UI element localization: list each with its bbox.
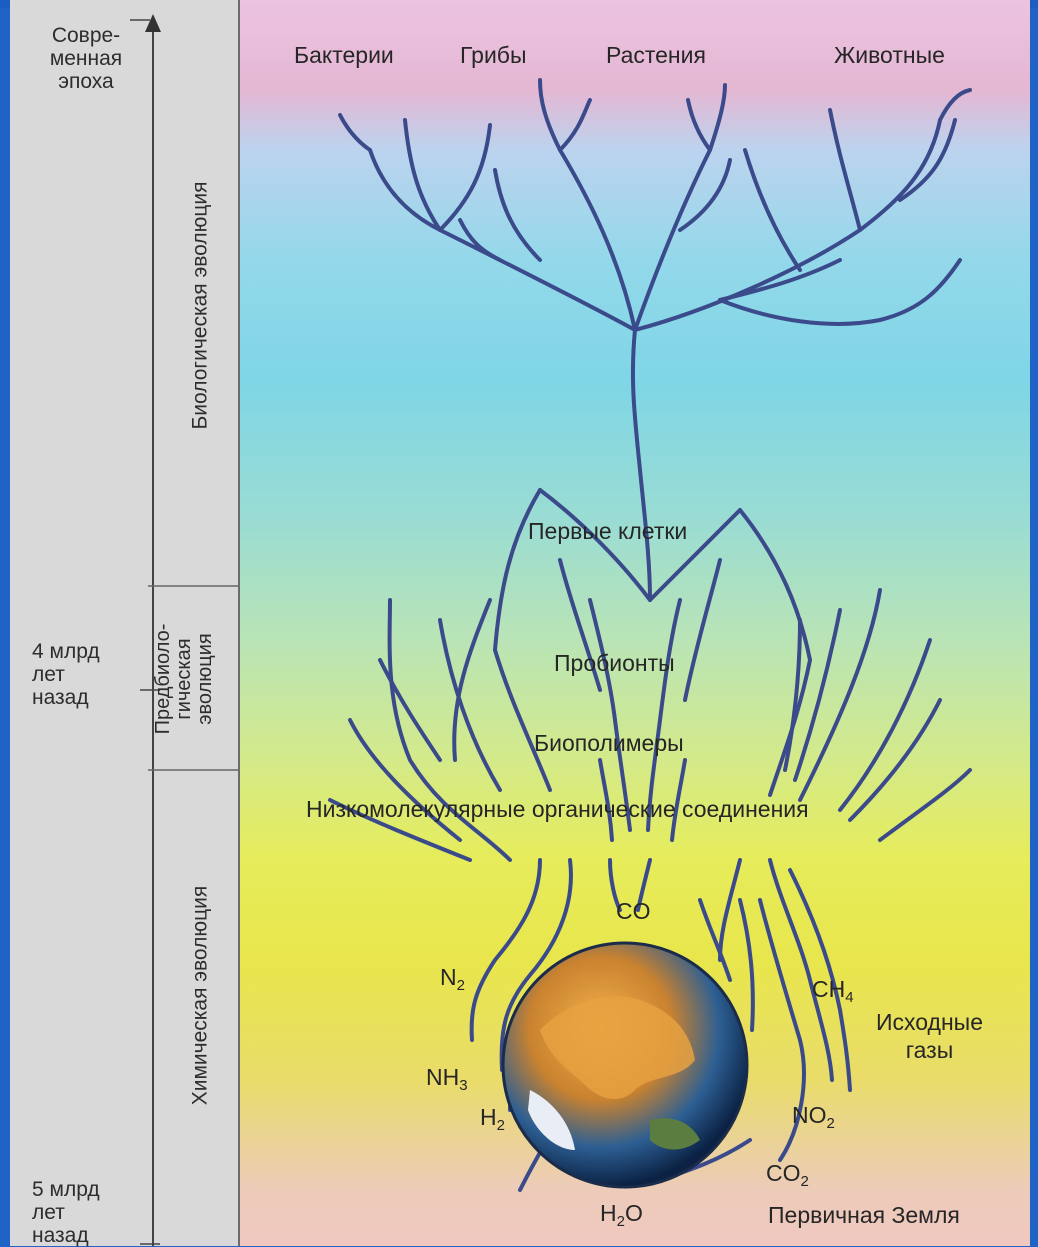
group-animals: Животные [834,42,945,69]
stage-prebiological: Предбиоло- гическая эволюция [153,619,223,739]
primary-earth-label: Первичная Земля [768,1202,960,1229]
gas-co2: CO2 [766,1160,809,1190]
evolution-diagram: Бактерии Грибы Растения Животные Первые … [240,0,1030,1246]
gas-h2o: H2O [600,1200,643,1230]
gas-n2: N2 [440,964,465,994]
four-billion-label: 4 млрд лет назад [32,640,100,709]
level-probionts: Пробионты [554,650,675,677]
gas-h2: H2 [480,1104,505,1134]
earth-globe [503,943,747,1187]
level-low-molecular: Низкомолекулярные органические соединени… [306,796,809,823]
level-biopolymers: Биополимеры [534,730,684,757]
group-bacteria: Бактерии [294,42,394,69]
gas-no2: NO2 [792,1102,835,1132]
timeline-column: Совре- менная эпоха 4 млрд лет назад 5 м… [10,0,240,1246]
group-plants: Растения [606,42,706,69]
modern-era-label: Совре- менная эпоха [36,24,136,93]
gas-co: CO [616,898,651,925]
gas-ch4: CH4 [812,976,854,1006]
group-fungi: Грибы [460,42,527,69]
stage-chemical: Химическая эволюция [189,846,212,1146]
source-gases-label: Исходные газы [876,1008,983,1064]
stage-biological: Биологическая эволюция [189,116,212,496]
five-billion-label: 5 млрд лет назад [32,1178,100,1247]
level-first-cells: Первые клетки [528,518,687,545]
gas-nh3: NH3 [426,1064,468,1094]
